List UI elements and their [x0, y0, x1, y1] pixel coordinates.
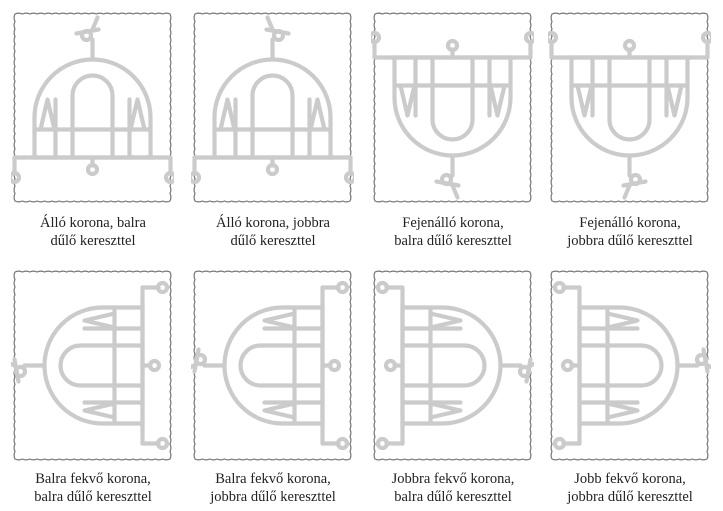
crown-stroke — [386, 361, 395, 370]
stamp-caption: Álló korona, balra dűlő kereszttel — [3, 214, 183, 250]
stamp-caption: Fejenálló korona, jobbra dűlő kereszttel — [540, 214, 720, 250]
crown-stroke — [88, 165, 97, 174]
crown-stroke — [253, 76, 293, 158]
crown-stroke — [580, 346, 662, 386]
crown-stroke — [433, 58, 473, 140]
crown-stroke — [578, 86, 592, 116]
stamp-frame — [11, 10, 174, 205]
caption-line-2: dűlő kereszttel — [183, 232, 363, 250]
crown-stroke — [668, 86, 682, 116]
crown-stroke — [268, 165, 277, 174]
crown-stroke — [527, 360, 531, 382]
crown-stroke — [437, 182, 459, 186]
crown-stroke — [85, 404, 115, 418]
caption-line-1: Álló korona, jobbra — [183, 214, 363, 232]
crown-stroke — [73, 76, 113, 158]
crown-stroke — [267, 30, 289, 34]
stamp-svg — [548, 10, 711, 205]
stamp-svg — [371, 10, 534, 205]
crown-lying-right-left-cross-icon — [378, 283, 534, 448]
crown-stroke — [448, 41, 457, 50]
crown-stroke — [610, 58, 650, 140]
crown-stroke — [311, 100, 325, 130]
caption-line-2: balra dűlő kereszttel — [363, 488, 543, 506]
stamp-caption: Fejenálló korona, balra dűlő kereszttel — [363, 214, 543, 250]
caption-line-1: Álló korona, balra — [3, 214, 183, 232]
crown-stroke — [330, 361, 339, 370]
crown-lying-right-right-cross-icon — [555, 283, 711, 448]
caption-line-2: jobbra dűlő kereszttel — [183, 488, 363, 506]
crown-stroke — [403, 346, 485, 386]
crown-stroke — [77, 30, 99, 34]
crown-stroke — [85, 314, 115, 328]
crown-standing-left-cross-icon — [11, 18, 174, 183]
stamp-caption: Balra fekvő korona, jobbra dűlő keresztt… — [183, 470, 363, 506]
crown-stroke — [563, 361, 572, 370]
crown-standing-right-cross-icon — [191, 18, 354, 183]
stamp-frame — [371, 10, 534, 205]
crown-upside-down-right-cross-icon — [548, 33, 711, 198]
stamp-frame — [11, 268, 174, 463]
crown-stroke — [338, 439, 347, 448]
stamp-frame — [548, 10, 711, 205]
stamp-svg — [371, 268, 534, 463]
stamp-caption: Balra fekvő korona, balra dűlő keresztte… — [3, 470, 183, 506]
crown-stroke — [150, 361, 159, 370]
caption-line-1: Jobb fekvő korona, — [540, 470, 720, 488]
stamp-svg — [191, 10, 354, 205]
crown-stroke — [241, 346, 323, 386]
stamp-frame — [191, 268, 354, 463]
crown-stroke — [195, 350, 199, 372]
stamp-frame — [371, 268, 534, 463]
caption-line-1: Jobbra fekvő korona, — [363, 470, 543, 488]
crown-stroke — [158, 439, 167, 448]
stamp-frame — [191, 10, 354, 205]
stamp-svg — [548, 268, 711, 463]
caption-line-2: jobbra dűlő kereszttel — [540, 488, 720, 506]
caption-line-2: balra dűlő kereszttel — [3, 488, 183, 506]
crown-stroke — [625, 41, 634, 50]
caption-line-1: Balra fekvő korona, — [183, 470, 363, 488]
crown-stroke — [608, 404, 638, 418]
caption-line-2: jobbra dűlő kereszttel — [540, 232, 720, 250]
crown-stroke — [61, 346, 143, 386]
stamp-caption: Jobbra fekvő korona, balra dűlő keresztt… — [363, 470, 543, 506]
crown-stroke — [131, 100, 145, 130]
stamp-svg — [11, 268, 174, 463]
crown-stroke — [41, 100, 55, 130]
crown-lying-left-right-cross-icon — [191, 283, 347, 448]
crown-stroke — [555, 283, 564, 292]
crown-stroke — [338, 283, 347, 292]
crown-upside-down-left-cross-icon — [371, 33, 534, 198]
crown-stroke — [608, 314, 638, 328]
stamp-caption: Álló korona, jobbra dűlő kereszttel — [183, 214, 363, 250]
caption-line-1: Fejenálló korona, — [363, 214, 543, 232]
crown-stroke — [704, 350, 708, 372]
crown-stroke — [378, 439, 387, 448]
crown-stroke — [221, 100, 235, 130]
caption-line-2: balra dűlő kereszttel — [363, 232, 543, 250]
crown-lying-left-left-cross-icon — [11, 283, 167, 448]
crown-stroke — [624, 182, 646, 186]
stamp-frame — [548, 268, 711, 463]
crown-stroke — [265, 404, 295, 418]
caption-line-1: Balra fekvő korona, — [3, 470, 183, 488]
caption-line-1: Fejenálló korona, — [540, 214, 720, 232]
crown-stroke — [378, 283, 387, 292]
crown-stroke — [401, 86, 415, 116]
crown-stroke — [491, 86, 505, 116]
stamp-svg — [11, 10, 174, 205]
crown-stroke — [431, 314, 461, 328]
crown-stroke — [555, 439, 564, 448]
stamp-svg — [191, 268, 354, 463]
crown-stroke — [15, 360, 19, 382]
stamp-caption: Jobb fekvő korona, jobbra dűlő keresztte… — [540, 470, 720, 506]
caption-line-2: dűlő kereszttel — [3, 232, 183, 250]
crown-stroke — [265, 314, 295, 328]
crown-stroke — [431, 404, 461, 418]
crown-stroke — [158, 283, 167, 292]
